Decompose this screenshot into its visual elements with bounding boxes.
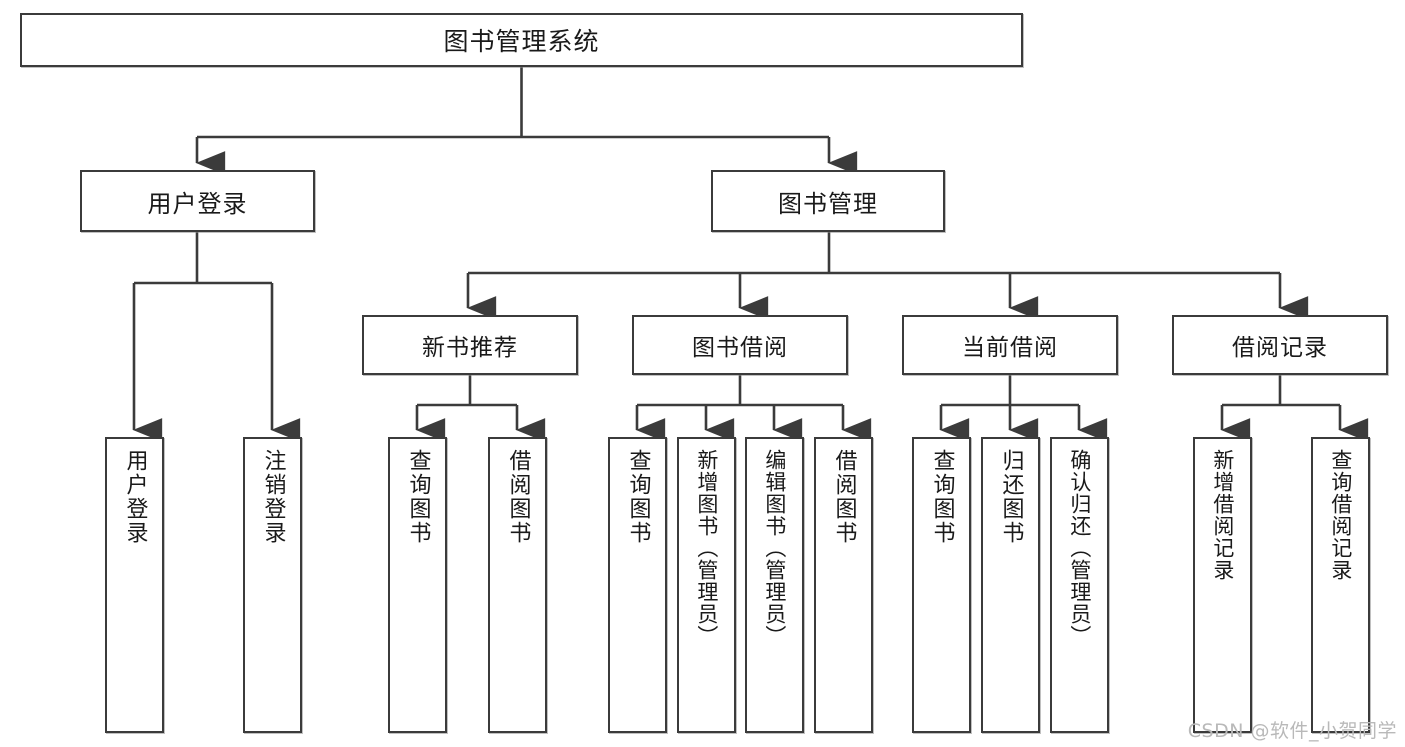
leaf-current-return-book-label: 归还图书: [998, 449, 1024, 545]
leaf-record-query-record[interactable]: 查询借阅记录: [1311, 437, 1370, 733]
node-root-label: 图书管理系统: [443, 27, 600, 56]
leaf-current-confirm-return-admin[interactable]: 确认归还（管理员）: [1050, 437, 1109, 733]
node-current-borrow-label: 当前借阅: [962, 335, 1058, 361]
leaf-borrow-borrow-book[interactable]: 借阅图书: [814, 437, 873, 733]
node-user-login-label: 用户登录: [147, 189, 248, 218]
node-borrow-record-label: 借阅记录: [1232, 335, 1328, 361]
node-book-borrow[interactable]: 图书借阅: [632, 315, 848, 375]
node-current-borrow[interactable]: 当前借阅: [902, 315, 1118, 375]
leaf-borrow-query-book-label: 查询图书: [625, 449, 651, 545]
leaf-current-return-book[interactable]: 归还图书: [981, 437, 1040, 733]
leaf-borrow-add-book-admin[interactable]: 新增图书（管理员）: [677, 437, 736, 733]
node-borrow-record[interactable]: 借阅记录: [1172, 315, 1388, 375]
leaf-current-query-book-label: 查询图书: [929, 449, 955, 545]
leaf-recommend-query-book[interactable]: 查询图书: [388, 437, 447, 733]
leaf-user-logout[interactable]: 注销登录: [243, 437, 302, 733]
leaf-user-login[interactable]: 用户登录: [105, 437, 164, 733]
leaf-recommend-borrow-book[interactable]: 借阅图书: [488, 437, 547, 733]
leaf-current-query-book[interactable]: 查询图书: [912, 437, 971, 733]
leaf-borrow-borrow-book-label: 借阅图书: [831, 449, 857, 545]
node-new-book-recommend-label: 新书推荐: [422, 335, 518, 361]
leaf-borrow-edit-book-admin[interactable]: 编辑图书（管理员）: [745, 437, 804, 733]
node-book-management-label: 图书管理: [778, 189, 878, 218]
leaf-user-logout-label: 注销登录: [260, 449, 286, 545]
leaf-record-add-record[interactable]: 新增借阅记录: [1193, 437, 1252, 733]
leaf-borrow-add-book-admin-label: 新增图书（管理员）: [694, 449, 719, 647]
leaf-user-login-label: 用户登录: [122, 449, 148, 545]
node-root-system[interactable]: 图书管理系统: [20, 13, 1023, 67]
leaf-current-confirm-return-admin-label: 确认归还（管理员）: [1067, 449, 1092, 647]
node-user-login[interactable]: 用户登录: [80, 170, 315, 232]
leaf-record-add-record-label: 新增借阅记录: [1210, 449, 1235, 581]
leaf-recommend-query-book-label: 查询图书: [405, 449, 431, 545]
node-book-borrow-label: 图书借阅: [692, 335, 788, 361]
leaf-borrow-query-book[interactable]: 查询图书: [608, 437, 667, 733]
node-new-book-recommend[interactable]: 新书推荐: [362, 315, 578, 375]
leaf-recommend-borrow-book-label: 借阅图书: [505, 449, 531, 545]
leaf-record-query-record-label: 查询借阅记录: [1328, 449, 1353, 581]
node-book-management[interactable]: 图书管理: [711, 170, 945, 232]
leaf-borrow-edit-book-admin-label: 编辑图书（管理员）: [762, 449, 787, 647]
csdn-watermark: CSDN @软件_小贺同学: [1187, 720, 1397, 742]
